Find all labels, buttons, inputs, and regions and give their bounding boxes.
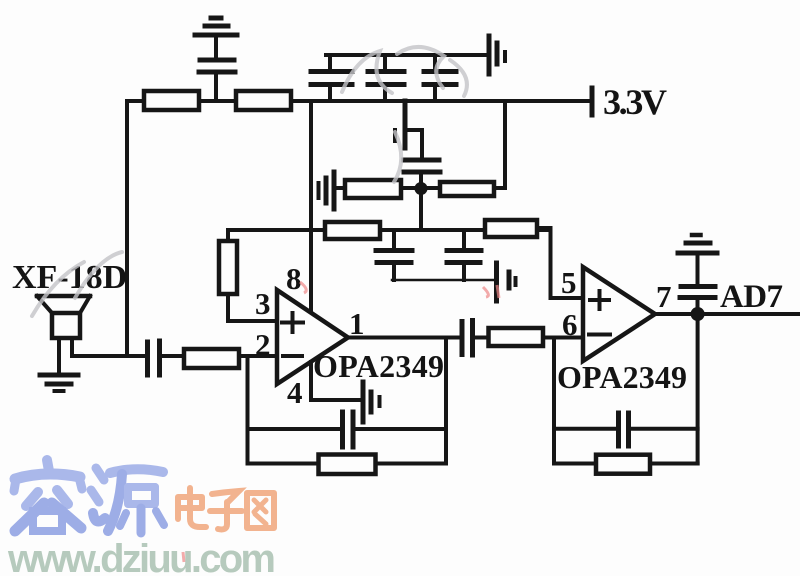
svg-text:7: 7 — [656, 279, 672, 314]
svg-text:OPA2349: OPA2349 — [557, 359, 687, 395]
svg-text:3.3V: 3.3V — [603, 82, 667, 122]
svg-text:AD7: AD7 — [720, 279, 783, 315]
svg-text:www.dziuu.com: www.dziuu.com — [7, 537, 276, 576]
svg-text:8: 8 — [286, 261, 302, 296]
svg-text:5: 5 — [561, 265, 577, 300]
svg-text:OPA2349: OPA2349 — [313, 348, 444, 384]
svg-text:2: 2 — [255, 327, 271, 362]
svg-text:6: 6 — [562, 307, 578, 342]
svg-text:4: 4 — [287, 375, 303, 410]
svg-text:1: 1 — [349, 306, 365, 341]
svg-text:3: 3 — [255, 286, 271, 321]
svg-text:XF-18D: XF-18D — [12, 259, 127, 296]
